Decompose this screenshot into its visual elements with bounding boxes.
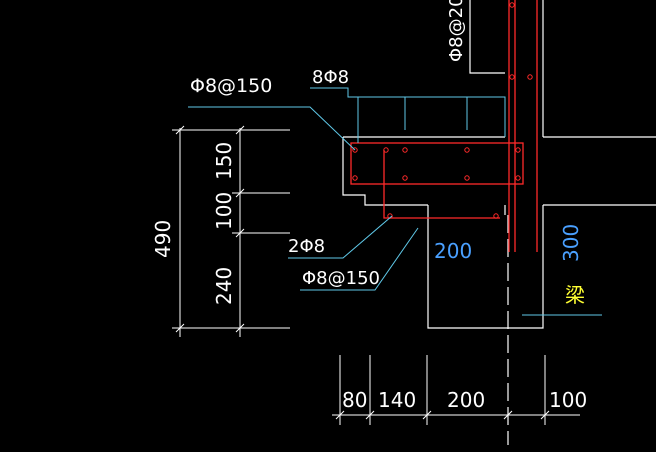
dim-bottom-140: 140: [378, 388, 416, 412]
rebar-group: [350, 0, 538, 252]
dimension-lines: [172, 125, 580, 425]
dim-left-total: 490: [151, 220, 175, 258]
label-stirrup-bottom: Φ8@150: [302, 268, 380, 289]
structure-outline: [342, 0, 656, 445]
leader-lines: [188, 87, 602, 316]
dim-left-240: 240: [212, 267, 236, 305]
dim-bottom-100: 100: [549, 388, 587, 412]
label-top-bars: 8Φ8: [312, 67, 349, 88]
label-dim-300: 300: [559, 224, 583, 262]
label-bottom-bars: 2Φ8: [288, 236, 325, 257]
dim-bottom-80: 80: [342, 388, 367, 412]
label-beam: 梁: [565, 283, 585, 307]
dim-bottom-200: 200: [447, 388, 485, 412]
label-top-vertical: Φ8@200: [446, 0, 467, 62]
label-dim-200-blue: 200: [434, 239, 472, 263]
dim-left-150: 150: [212, 142, 236, 180]
dim-left-100: 100: [212, 192, 236, 230]
label-stirrup-top: Φ8@150: [190, 75, 272, 97]
